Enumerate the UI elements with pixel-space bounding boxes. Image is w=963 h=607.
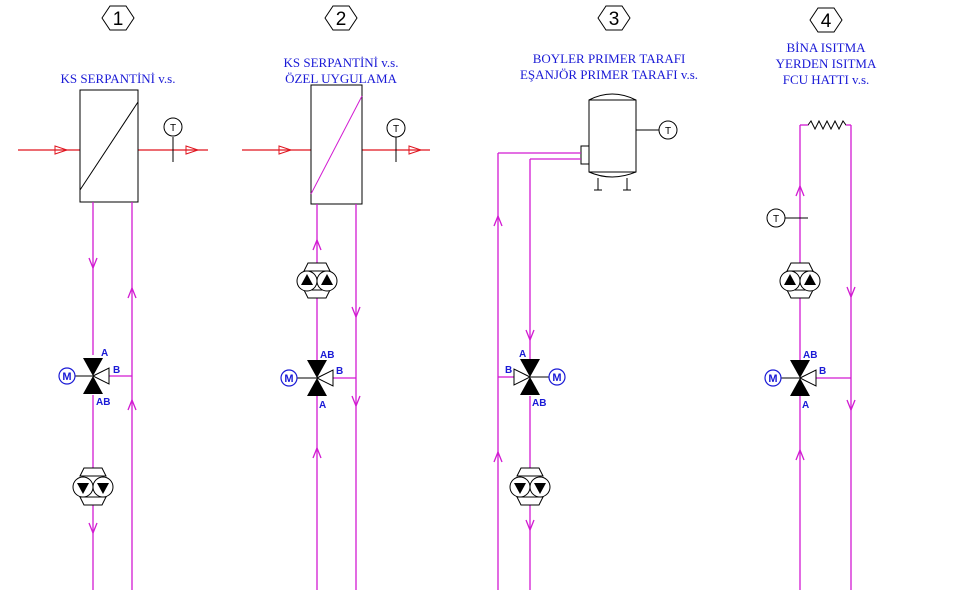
- temperature-sensor: T: [386, 118, 406, 162]
- motor-symbol: M: [284, 373, 293, 385]
- valve-port-label: AB: [320, 350, 334, 361]
- motor-symbol: M: [768, 373, 777, 385]
- valve-port-label: AB: [96, 397, 110, 408]
- flow-arrow: [525, 329, 535, 342]
- flow-arrow: [525, 519, 535, 532]
- flow-arrow: [185, 145, 200, 155]
- valve-port-label: A: [101, 348, 108, 359]
- boiler-tank: [580, 93, 660, 191]
- temperature-symbol: T: [665, 126, 671, 137]
- scheme-title-line: FCU HATTI v.s.: [783, 72, 870, 87]
- motor-symbol: M: [552, 372, 561, 384]
- valve-port-label: B: [336, 366, 343, 377]
- valve-port-label: AB: [803, 350, 817, 361]
- scheme-number: 2: [336, 9, 347, 30]
- flow-arrow: [127, 398, 137, 411]
- twin-pump: [296, 262, 338, 299]
- temperature-symbol: T: [170, 123, 176, 134]
- valve-port-label: AB: [532, 398, 546, 409]
- scheme-title-line: ÖZEL UYGULAMA: [285, 71, 397, 86]
- valve-port-label: B: [113, 365, 120, 376]
- scheme-number: 3: [609, 9, 620, 30]
- flow-arrow: [846, 399, 856, 412]
- three-way-valve: M AB B A: [280, 350, 343, 411]
- flow-arrow: [795, 448, 805, 461]
- scheme-number-badge: 1: [101, 5, 135, 31]
- flow-arrow: [846, 286, 856, 299]
- valve-port-label: A: [519, 349, 526, 360]
- scheme-number-badge: 3: [597, 5, 631, 31]
- twin-pump: [779, 262, 821, 299]
- valve-port-label: A: [802, 400, 809, 411]
- flow-arrow: [795, 184, 805, 197]
- twin-pump: [72, 467, 114, 506]
- scheme-1: 1 KS SERPANTİNİ v.s. T: [18, 5, 208, 590]
- scheme-4: 4 BİNA ISITMA YERDEN ISITMA FCU HATTI v.…: [764, 7, 877, 590]
- scheme-number: 1: [113, 9, 124, 30]
- motor-symbol: M: [62, 371, 71, 383]
- flow-arrow: [278, 145, 293, 155]
- flow-arrow: [351, 395, 361, 408]
- valve-port-label: B: [819, 366, 826, 377]
- temperature-symbol: T: [773, 214, 779, 225]
- scheme-title-line: KS SERPANTİNİ v.s.: [61, 71, 176, 86]
- temperature-sensor: T: [163, 117, 183, 162]
- scheme-title-line: YERDEN ISITMA: [776, 56, 877, 71]
- coil-heat-exchanger: [79, 89, 139, 203]
- temperature-sensor: T: [658, 120, 678, 140]
- valve-port-label: B: [505, 365, 512, 376]
- heating-element: [800, 119, 851, 131]
- flow-arrow: [88, 257, 98, 270]
- scheme-3: 3 BOYLER PRIMER TARAFI EŞANJÖR PRIMER TA…: [493, 5, 698, 590]
- scheme-title-line: EŞANJÖR PRIMER TARAFI v.s.: [520, 67, 698, 82]
- flow-arrow: [54, 145, 69, 155]
- flow-arrow: [312, 446, 322, 459]
- flow-arrow: [127, 286, 137, 299]
- scheme-2: 2 KS SERPANTİNİ v.s. ÖZEL UYGULAMA T: [242, 5, 430, 590]
- scheme-title-line: BİNA ISITMA: [786, 40, 866, 55]
- scheme-title-line: BOYLER PRIMER TARAFI: [533, 51, 686, 66]
- valve-port-label: A: [319, 400, 326, 411]
- scheme-number-badge: 4: [809, 7, 843, 33]
- twin-pump: [509, 467, 551, 506]
- flow-arrow: [493, 214, 503, 227]
- temperature-sensor: T: [766, 208, 808, 228]
- scheme-title-line: KS SERPANTİNİ v.s.: [284, 55, 399, 70]
- scheme-number-badge: 2: [324, 5, 358, 31]
- three-way-valve: M A B AB: [58, 348, 120, 408]
- scheme-number: 4: [821, 11, 832, 32]
- three-way-valve: M AB B A: [764, 350, 826, 411]
- flow-arrow: [312, 238, 322, 251]
- three-way-valve: M A B AB: [505, 349, 566, 409]
- flow-arrow: [493, 450, 503, 463]
- flow-arrow: [351, 306, 361, 319]
- coil-heat-exchanger: [310, 84, 363, 205]
- flow-arrow: [88, 522, 98, 535]
- temperature-symbol: T: [393, 124, 399, 135]
- flow-arrow: [408, 145, 423, 155]
